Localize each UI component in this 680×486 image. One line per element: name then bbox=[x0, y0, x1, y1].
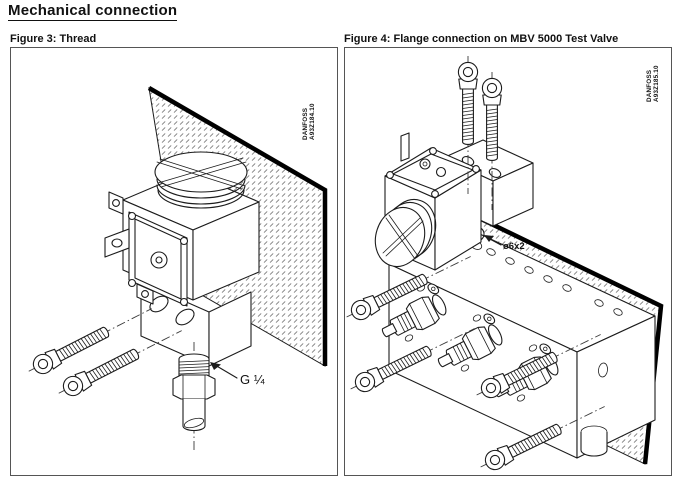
fig3-watermark: DANFOSS A93Z184.10 bbox=[302, 103, 316, 140]
figure4-caption: Figure 4: Flange connection on MBV 5000 … bbox=[344, 33, 619, 45]
figure3: Figure 3: Thread bbox=[10, 33, 338, 476]
figure4: Figure 4: Flange connection on MBV 5000 … bbox=[344, 33, 672, 476]
svg-text:A93Z185.10: A93Z185.10 bbox=[653, 65, 660, 102]
fig4-pressure-switch bbox=[374, 132, 482, 271]
fig3-din-plug bbox=[104, 211, 189, 307]
fig4-hole-callout: ø6x2 bbox=[484, 235, 525, 252]
fig3-thread-fitting bbox=[172, 342, 216, 450]
svg-text:A93Z184.10: A93Z184.10 bbox=[309, 103, 316, 140]
fig4-watermark: DANFOSS A93Z185.10 bbox=[646, 65, 660, 102]
svg-text:DANFOSS: DANFOSS bbox=[646, 70, 653, 102]
fig4-hole-label: ø6x2 bbox=[503, 241, 525, 252]
svg-text:DANFOSS: DANFOSS bbox=[302, 108, 309, 140]
fig3-thread-label: G ¼ bbox=[240, 372, 265, 387]
fig4-top-ports bbox=[486, 248, 623, 316]
figure3-caption: Figure 3: Thread bbox=[10, 33, 97, 45]
figure3-box: G ¼ DANFOSS A93Z184.10 bbox=[10, 47, 338, 476]
figure4-box: ø6x2 DANFOSS A93Z185.10 bbox=[344, 47, 672, 476]
figure4-drawing: ø6x2 DANFOSS A93Z185.10 bbox=[345, 55, 664, 475]
fig3-thread-callout: G ¼ bbox=[210, 362, 265, 387]
figure3-drawing: G ¼ DANFOSS A93Z184.10 bbox=[23, 86, 328, 450]
page-title: Mechanical connection bbox=[8, 2, 178, 21]
